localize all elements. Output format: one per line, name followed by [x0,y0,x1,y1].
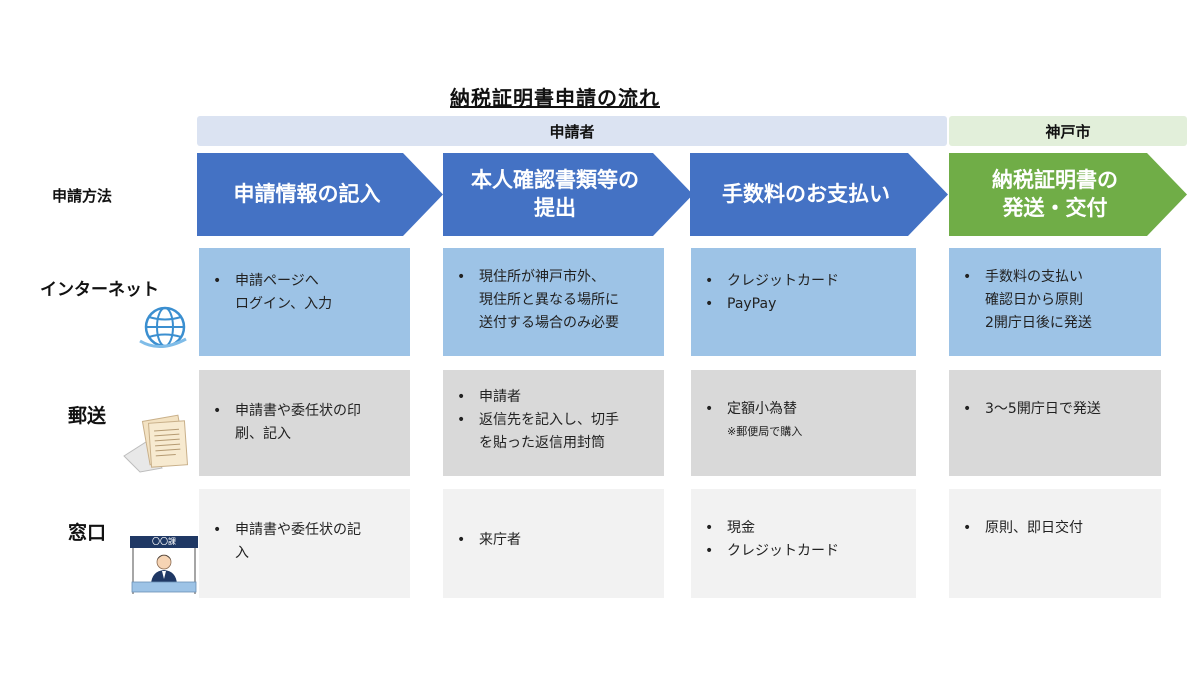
row-label-mail: 郵送 [68,405,107,427]
bullet-item: PayPay [705,293,908,316]
bullet-item: 定額小為替 [705,398,908,421]
step-issue-certificate: 納税証明書の発送・交付 [949,153,1187,236]
step-label: 申請情報の記入 [233,181,381,206]
step-label: 本人確認書類等の提出 [471,168,639,220]
method-label: 申請方法 [52,187,113,205]
counter-clerk-icon: 〇〇課 [130,536,198,594]
bullet-item: クレジットカード [705,270,908,293]
step-label: 手数料のお支払い [722,181,890,206]
cell-internet-payment: クレジットカードPayPay [691,248,916,356]
cell-counter-documents: 来庁者 [443,489,664,598]
diagram-title: 納税証明書申請の流れ [450,86,660,110]
applicant-header: 申請者 [197,116,947,146]
step-label: 納税証明書の発送・交付 [992,168,1118,220]
cell-counter-payment: 現金クレジットカード [691,489,916,598]
envelope-documents-icon [123,414,189,473]
counter-sign: 〇〇課 [130,536,198,548]
bullet-item: クレジットカード [705,540,908,563]
step-pay-fee: 手数料のお支払い [690,153,948,236]
bullet-item: 来庁者 [457,529,656,552]
globe-icon [139,306,187,348]
bullet-item: 3～5開庁日で発送 [963,398,1153,421]
bullet-item: 現金 [705,517,908,540]
step-fill-info: 申請情報の記入 [197,153,443,236]
bullet-item: 原則、即日交付 [963,517,1153,540]
row-label-counter: 窓口 [68,522,107,544]
city-header: 神戸市 [949,116,1187,146]
cell-mail-payment: 定額小為替 ※郵便局で購入 [691,370,916,476]
row-label-internet: インターネット [40,280,159,300]
cell-mail-issue: 3～5開庁日で発送 [949,370,1161,476]
bullet-item: 申請者 [457,386,656,409]
payment-note: ※郵便局で購入 [727,425,803,439]
step-submit-documents: 本人確認書類等の提出 [443,153,693,236]
cell-counter-issue: 原則、即日交付 [949,489,1161,598]
